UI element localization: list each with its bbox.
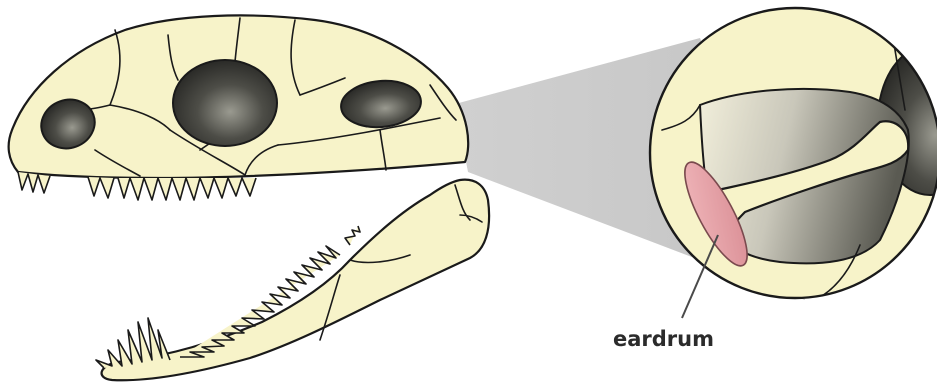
magnified-ear-view bbox=[650, 8, 937, 300]
eye-socket bbox=[173, 60, 277, 146]
eardrum-label: eardrum bbox=[613, 327, 714, 351]
